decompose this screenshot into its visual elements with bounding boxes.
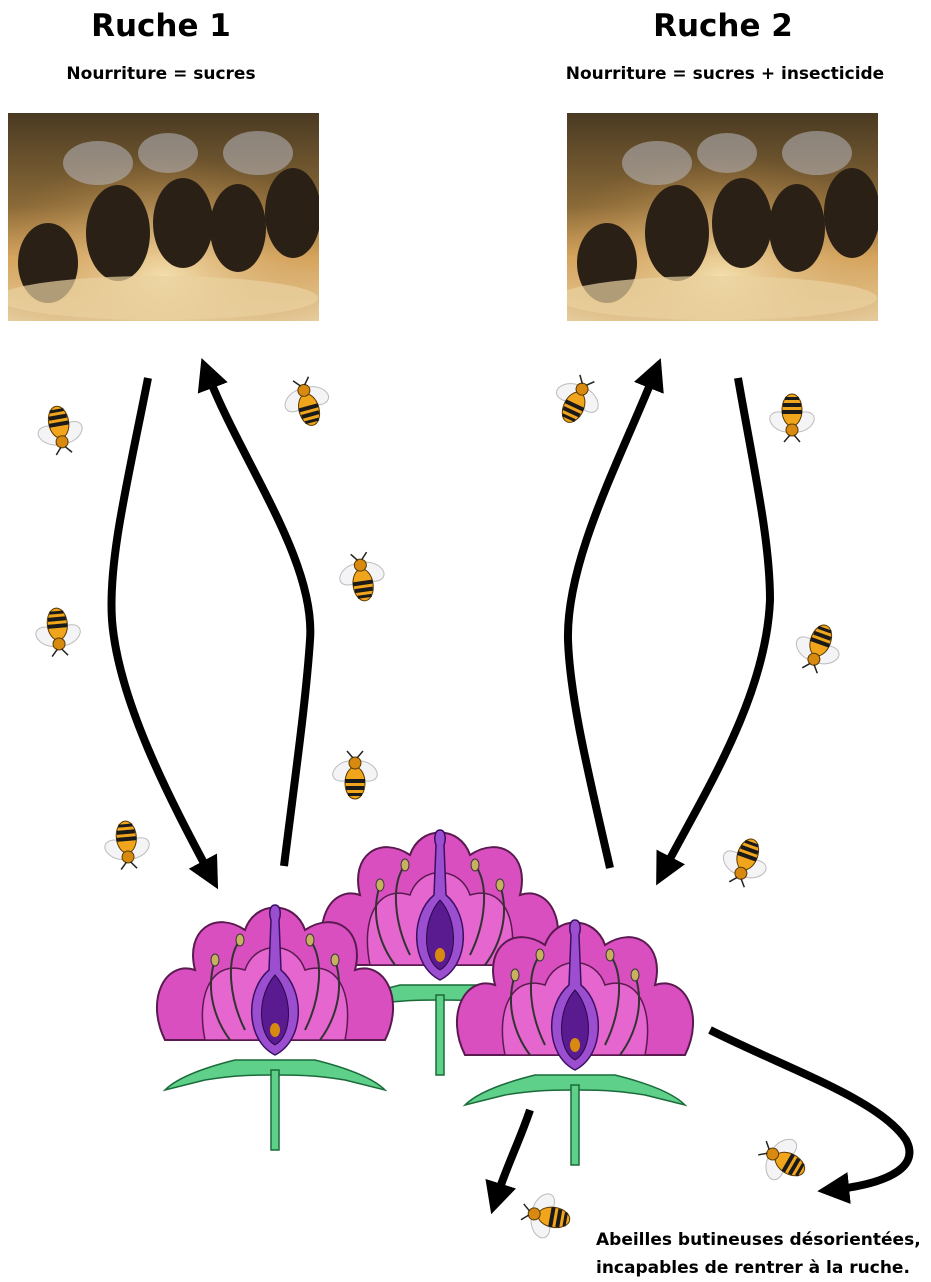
bee-icon (31, 606, 86, 658)
hive-2-return-arrow (568, 370, 656, 868)
hive-1-return-arrow (206, 370, 310, 866)
bee-icon (31, 402, 90, 458)
bee-icon (749, 1126, 816, 1194)
bee-icon (100, 819, 155, 871)
disoriented-bees-caption: Abeilles butineuses désorientées, incapa… (596, 1226, 921, 1282)
bee-icon (786, 617, 850, 680)
bee-icon (518, 1187, 574, 1246)
bee-icon (767, 394, 818, 442)
bee-icon (276, 372, 338, 432)
disoriented-arrow-right (710, 1030, 909, 1190)
hive-2-outbound-arrow (662, 378, 770, 874)
bee-icon (333, 550, 390, 605)
bee-icon (713, 831, 777, 894)
bee-icon (544, 367, 610, 432)
hive-1-outbound-arrow (111, 378, 212, 878)
disoriented-arrow-left (495, 1110, 530, 1202)
bee-icon (330, 751, 381, 799)
caption-line-2: incapables de rentrer à la ruche. (596, 1254, 921, 1282)
caption-line-1: Abeilles butineuses désorientées, (596, 1226, 921, 1254)
